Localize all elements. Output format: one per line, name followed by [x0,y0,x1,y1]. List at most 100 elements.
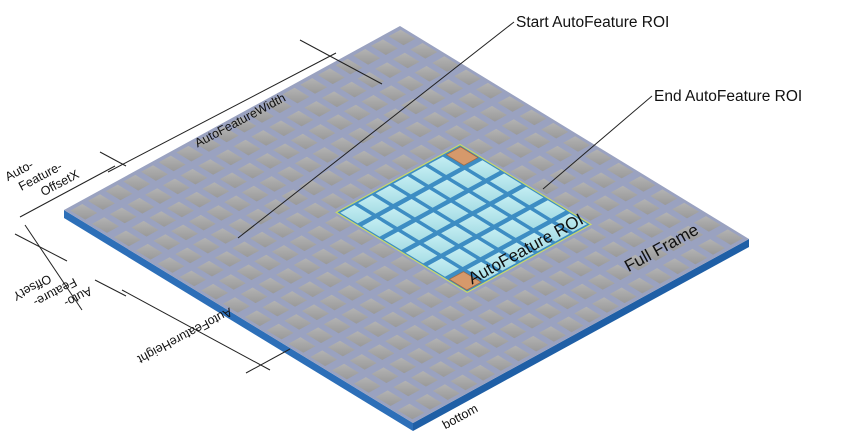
frame-pixel [330,137,358,153]
roi-pixel [383,231,416,250]
frame-pixel [363,321,391,337]
frame-pixel [285,212,313,229]
frame-pixel [406,348,434,364]
frame-pixel [158,155,186,172]
frame-pixel [246,208,273,225]
frame-pixel [224,195,251,212]
frame-pixel [475,82,503,99]
frame-pixel [281,189,309,206]
frame-pixel [356,173,384,190]
roi-pixel [494,196,526,215]
frame-pixel [432,384,460,400]
frame-pixel [307,225,335,242]
frame-pixel [346,229,374,245]
frame-pixel [145,188,172,204]
frame-pixel [141,165,168,181]
roi-pixel [555,213,588,232]
frame-pixel [394,279,422,295]
start-roi-callout: Start AutoFeature ROI [516,14,669,31]
frame-pixel [237,162,265,179]
frame-pixel [402,325,430,341]
frame-pixel [460,319,487,335]
frame-pixel [416,292,444,308]
roi-pixel [511,186,544,206]
frame-pixel [271,245,299,261]
frame-pixel [109,207,137,224]
frame-pixel [215,149,243,166]
frame-pixel [88,194,115,210]
end-roi-marker [445,146,479,166]
roi-pixel [362,218,394,237]
roi-pixel [454,192,487,212]
frame-pixel [206,205,234,221]
frame-pixel [162,178,190,195]
frame-pixel [341,308,369,324]
roi-pixel [484,252,517,271]
frame-pixel [201,283,229,300]
frame-pixel [288,337,316,353]
frame-pixel [149,211,177,227]
frame-pixel [286,110,314,127]
frame-pixel [241,185,269,202]
frame-pixel [250,231,277,248]
frame-pixel [176,145,204,162]
frame-pixel [422,112,450,128]
frame-pixel [636,222,664,238]
frame-pixel [485,355,513,371]
frame-pixel [446,351,474,368]
roi-pixel [415,189,447,208]
frame-pixel [473,286,501,302]
frame-pixel [530,280,558,296]
roi-pixel [462,238,495,258]
frame-pixel [466,138,494,155]
frame-pixel [519,109,547,126]
roi-pixel [516,209,548,229]
frame-pixel [223,297,250,313]
frame-pixel [615,208,642,225]
frame-pixel [282,87,310,104]
frame-pixel [534,303,562,319]
frame-pixel [410,43,438,59]
frame-pixel [488,151,516,168]
frame-pixel [510,165,537,181]
frame-pixel [593,195,621,212]
frame-pixel [277,166,305,183]
roi-pixel [393,176,425,195]
roi-pixel [405,245,438,264]
frame-pixel [544,247,572,264]
start-roi-marker [448,271,482,291]
frame-pixel [153,234,181,250]
frame-pixel [495,299,523,316]
roi-pixel [476,206,509,225]
frame-pixel [579,228,607,244]
frame-pixel [290,133,318,150]
frame-pixel [214,251,242,267]
frame-pixel [244,310,272,327]
frame-pixel [339,81,367,98]
frame-pixel [365,118,393,134]
frame-pixel [267,222,295,238]
frame-pixel [332,363,359,380]
frame-pixel [131,220,159,237]
frame-pixel [584,149,612,166]
frame-pixel [392,52,420,69]
frame-pixel [539,326,566,342]
frame-pixel [715,229,743,245]
frame-pixel [411,371,438,387]
roi-pixel [411,166,443,185]
frame-pixel [323,317,351,334]
frame-pixel [442,328,470,345]
frame-pixel [632,199,660,215]
frame-pixel [300,78,328,94]
roi-pixel [468,160,500,179]
frame-pixel [236,264,264,281]
frame-pixel [427,135,454,151]
roi-pixel [498,219,530,238]
frame-pixel [254,254,282,271]
frame-pixel [521,335,549,352]
frame-pixel [220,172,247,189]
frame-pixel [197,260,224,277]
roi-pixel [480,229,513,248]
frame-pixel [388,29,416,46]
frame-pixel [311,248,339,265]
